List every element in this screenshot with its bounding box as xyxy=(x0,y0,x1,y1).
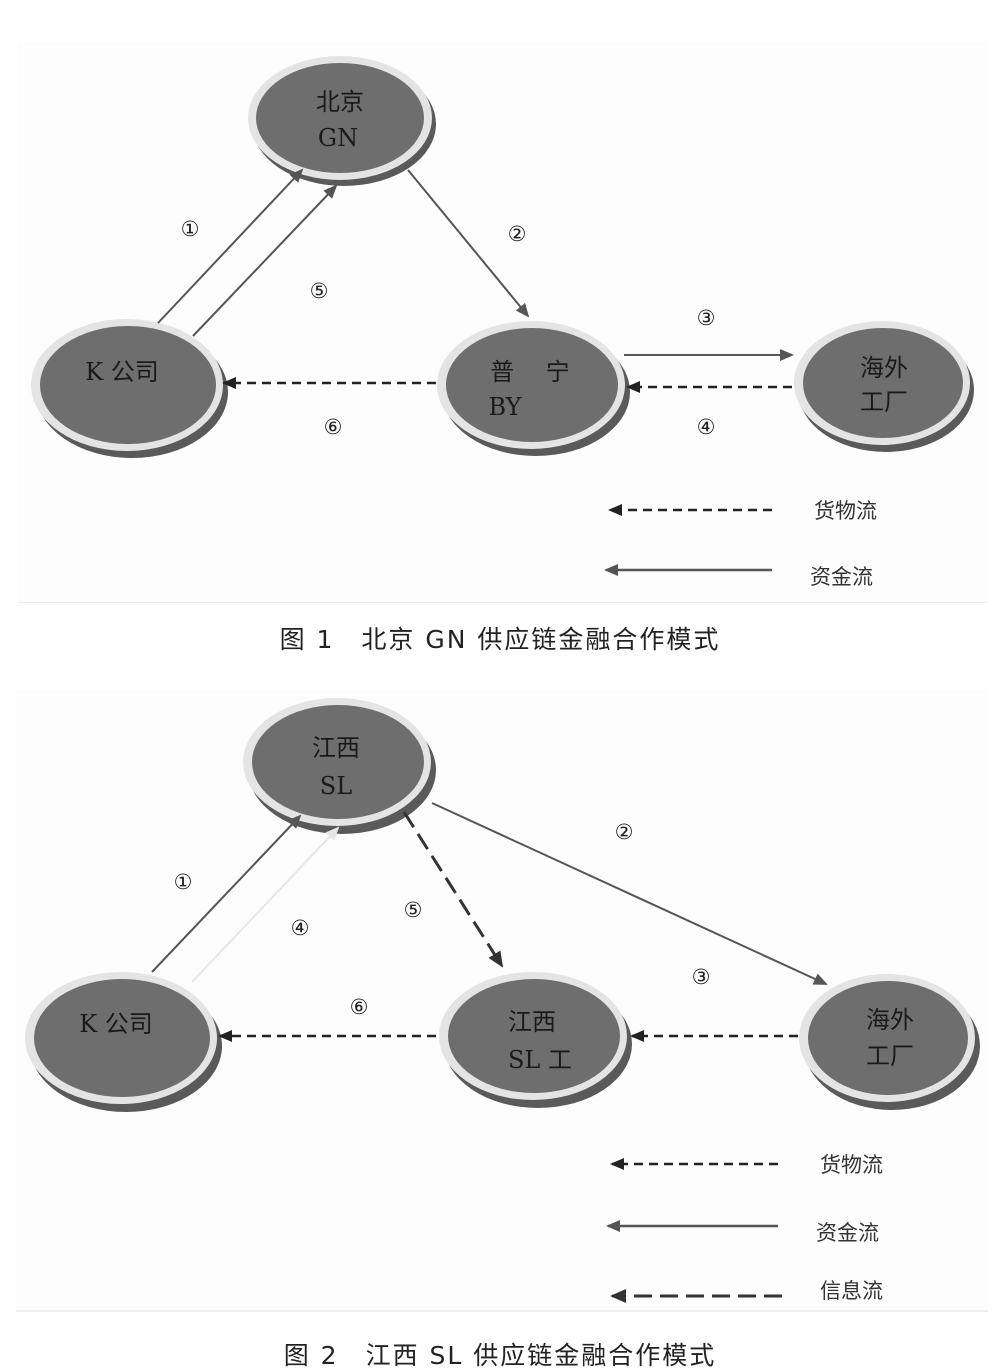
node-label-line1: 普 宁 xyxy=(490,358,570,386)
node-label-line2: 工厂 xyxy=(860,388,908,416)
arrow-flow-1 xyxy=(151,814,302,973)
arrow-flow-1 xyxy=(157,168,304,324)
flow-number-6: ⑥ xyxy=(324,415,343,439)
node-overseas-factory: 海外 工厂 xyxy=(799,974,980,1110)
flow-number-3: ③ xyxy=(692,965,711,989)
node-label-line1: 北京 xyxy=(316,88,364,116)
figure1-caption: 图 1 北京 GN 供应链金融合作模式 xyxy=(279,625,721,654)
node-k-company: K 公司 xyxy=(31,319,228,458)
node-label-line2: SL xyxy=(320,772,352,800)
figure2-diagram: 江西 SL K 公司 江西 SL 工 海外 工厂 xyxy=(25,698,980,1303)
arrow-flow-4 xyxy=(191,826,340,983)
node-k-company: K 公司 xyxy=(25,972,222,1112)
legend-goods-flow-label: 货物流 xyxy=(814,499,877,523)
flow-number-1: ① xyxy=(181,217,200,241)
node-label-line1: 江西 xyxy=(312,734,360,762)
figure2-caption: 图 2 江西 SL 供应链金融合作模式 xyxy=(283,1341,717,1370)
node-label-line2: SL 工 xyxy=(508,1046,572,1074)
legend-capital-flow-label: 资金流 xyxy=(816,1221,879,1245)
figure1-diagram: 北京 GN K 公司 普 宁 BY 海外 工厂 xyxy=(31,56,974,589)
arrow-flow-5 xyxy=(192,184,338,337)
arrow-flow-2 xyxy=(431,802,828,985)
node-overseas-factory: 海外 工厂 xyxy=(794,321,974,452)
arrow-flow-2 xyxy=(407,169,530,318)
node-label-line2: GN xyxy=(318,124,358,152)
figure1-frame xyxy=(18,42,988,603)
arrow-flow-5 xyxy=(402,811,504,968)
node-label-line2: BY xyxy=(488,393,522,421)
flow-number-4: ④ xyxy=(291,916,310,940)
flow-number-3: ③ xyxy=(697,306,716,330)
flow-number-1: ① xyxy=(174,870,193,894)
node-jiangxi-sl: 江西 SL xyxy=(243,698,436,834)
flow-number-2: ② xyxy=(615,820,634,844)
flow-number-5: ⑤ xyxy=(404,898,423,922)
node-label-line1: K 公司 xyxy=(85,358,159,386)
flow-number-4: ④ xyxy=(697,415,716,439)
node-label-line2: 工厂 xyxy=(866,1042,914,1070)
legend-goods-flow-label: 货物流 xyxy=(820,1153,883,1177)
node-label-line1: 海外 xyxy=(866,1006,914,1034)
node-label-line1: 海外 xyxy=(860,354,908,382)
node-beijing-gn: 北京 GN xyxy=(248,56,436,186)
node-label-line1: K 公司 xyxy=(79,1010,153,1038)
figure1-legend: 货物流 资金流 xyxy=(604,499,877,589)
flow-number-6: ⑥ xyxy=(350,995,369,1019)
legend-capital-flow-label: 资金流 xyxy=(810,565,873,589)
node-label-line1: 江西 xyxy=(508,1008,556,1036)
node-puning-by: 普 宁 BY xyxy=(437,321,630,456)
figure2-legend: 货物流 资金流 信息流 xyxy=(606,1153,883,1303)
flow-number-2: ② xyxy=(508,222,527,246)
flow-number-5: ⑤ xyxy=(310,279,329,303)
legend-info-flow-label: 信息流 xyxy=(820,1279,883,1303)
node-jiangxi-sl-factory: 江西 SL 工 xyxy=(439,972,632,1108)
